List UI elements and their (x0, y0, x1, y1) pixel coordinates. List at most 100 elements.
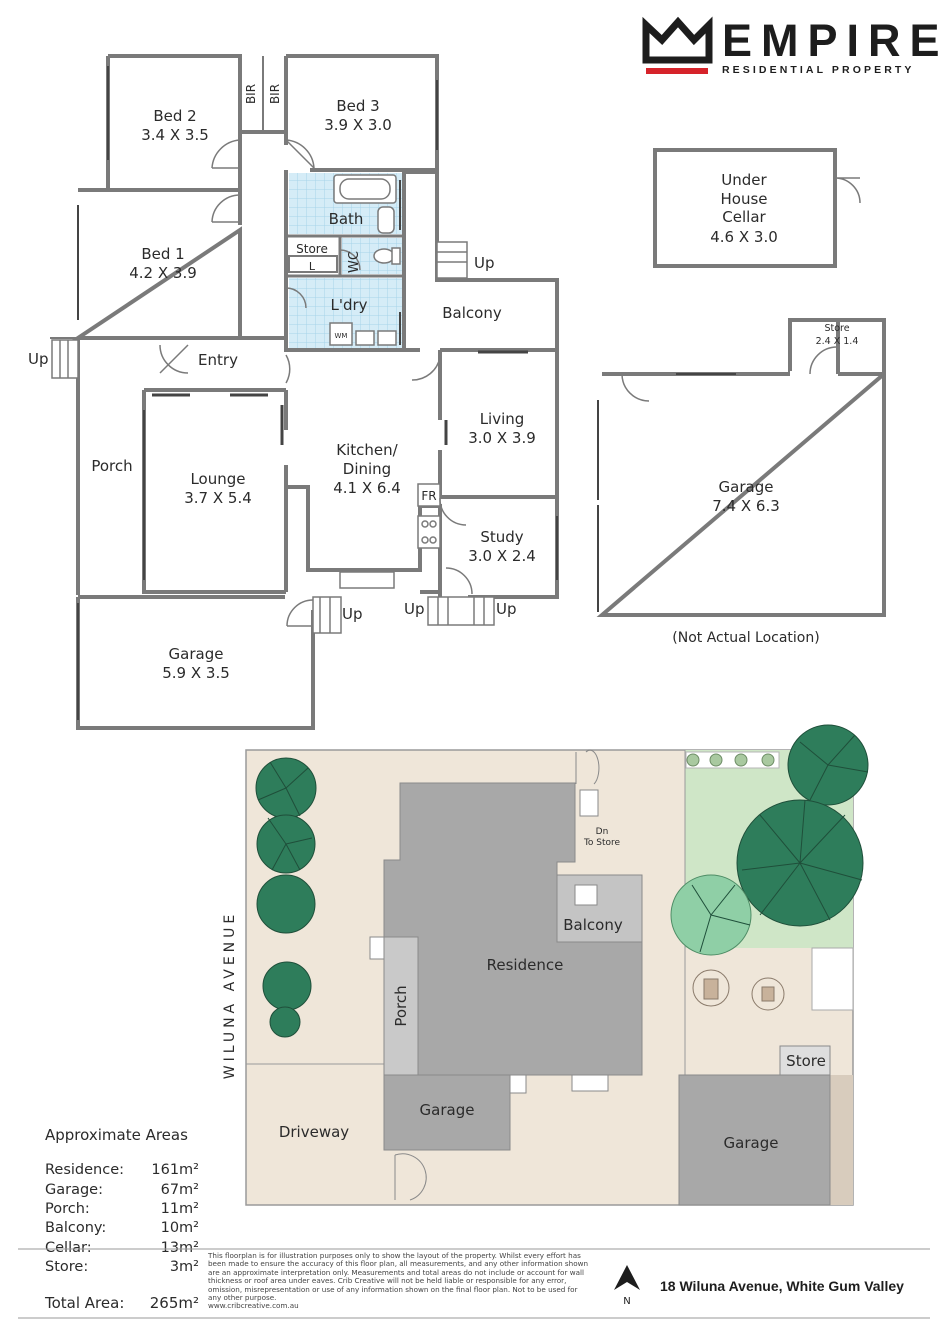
site-balcony (556, 874, 643, 943)
fridge-label: FR (421, 489, 436, 503)
cellar-outline (653, 148, 837, 268)
living-dims: 3.0 X 3.9 (468, 429, 536, 447)
dn-store-line1: Dn (596, 827, 609, 837)
site-rear-garage (678, 1074, 831, 1206)
kitchen-sink-icon (339, 571, 395, 589)
study-dims: 3.0 X 2.4 (468, 547, 536, 565)
north-label: N (623, 1296, 630, 1307)
site-residence-label: Residence (487, 956, 564, 974)
shrub-row (686, 753, 775, 767)
bed1-dims: 4.2 X 3.9 (129, 264, 197, 282)
property-address: 18 Wiluna Avenue, White Gum Valley (660, 1278, 904, 1294)
bed3-name: Bed 3 (336, 97, 379, 115)
area-value: 13m² (160, 1240, 199, 1256)
area-value: 10m² (160, 1220, 199, 1236)
cellar-dims: 4.6 X 3.0 (710, 228, 778, 246)
kitchen-line2: Dining (343, 460, 391, 478)
area-row: Cellar: 13m² (45, 1240, 199, 1256)
detached-store-dims: 2.4 X 1.4 (816, 336, 859, 347)
kitchen-dims: 4.1 X 6.4 (333, 479, 401, 497)
area-label: Residence: (45, 1162, 125, 1178)
area-label: Balcony: (45, 1220, 107, 1236)
porch-label: Porch (91, 457, 132, 475)
garage-name: Garage (169, 645, 224, 663)
cellar-line1: Under (721, 171, 767, 189)
detached-garage-dims: 7.4 X 6.3 (712, 497, 780, 515)
area-value: 67m² (160, 1182, 199, 1198)
cellar-line2: House (720, 190, 767, 208)
area-row: Residence: 161m² (45, 1162, 199, 1178)
site-rear-garage-label: Garage (724, 1134, 779, 1152)
study-name: Study (480, 528, 523, 546)
area-label: Garage: (45, 1182, 103, 1198)
laundry-tub-left (355, 330, 375, 346)
dn-store-line2: To Store (583, 838, 621, 848)
brand-tagline: RESIDENTIAL PROPERTY (722, 64, 915, 76)
laundry-tub-right (377, 330, 397, 346)
cellar-line3: Cellar (722, 208, 766, 226)
credit-link[interactable]: www.cribcreative.com.au (208, 1301, 299, 1311)
detached-store-name: Store (824, 323, 849, 334)
balcony-up-label: Up (474, 254, 495, 272)
area-row: Balcony: 10m² (45, 1220, 199, 1236)
balcony-label: Balcony (442, 304, 502, 322)
tree-icons (255, 724, 869, 1038)
area-label: Porch: (45, 1201, 90, 1217)
garage-up-label: Up (342, 605, 363, 623)
wm-label: WM (335, 332, 348, 340)
entry-label: Entry (198, 351, 238, 369)
living-name: Living (480, 410, 525, 428)
area-row: Porch: 11m² (45, 1201, 199, 1217)
site-driveway-label: Driveway (279, 1123, 349, 1141)
disclaimer-text: This floorplan is for illustration purpo… (208, 1251, 589, 1303)
bathtub-basin (339, 178, 391, 200)
balcony-steps (436, 241, 468, 279)
area-row: Store: 3m² (45, 1259, 199, 1275)
study-steps (427, 596, 495, 626)
site-porch-label: Porch (392, 985, 410, 1026)
bir-left-label: BIR (244, 84, 258, 104)
brand-accent-bar (646, 68, 708, 74)
area-value: 3m² (169, 1259, 199, 1275)
study-up-left-label: Up (404, 600, 425, 618)
bed2-name: Bed 2 (153, 107, 196, 125)
total-area-label: Total Area: (45, 1294, 125, 1312)
area-label: Cellar: (45, 1240, 92, 1256)
disclaimer: This floorplan is for illustration purpo… (208, 1251, 592, 1311)
site-garage (383, 1074, 511, 1151)
residence-footprint (383, 782, 643, 1076)
lounge-dims: 3.7 X 5.4 (184, 489, 252, 507)
crown-icon (642, 16, 713, 64)
study-up-right-label: Up (496, 600, 517, 618)
total-area: Total Area: 265m² (45, 1294, 199, 1312)
area-label: Store: (45, 1259, 89, 1275)
fridge-recess (417, 483, 441, 507)
north-arrow-icon (614, 1265, 640, 1290)
site-store-label: Store (786, 1052, 826, 1070)
area-value: 161m² (151, 1162, 199, 1178)
site-store (779, 1045, 831, 1076)
brand-name: EMPIRE (722, 15, 947, 66)
site-balcony-label: Balcony (563, 916, 623, 934)
porch-up-label: Up (28, 350, 49, 368)
porch-steps (51, 339, 79, 379)
street-name: WILUNA AVENUE (222, 911, 238, 1080)
area-value: 11m² (160, 1201, 199, 1217)
bed1-name: Bed 1 (141, 245, 184, 263)
garage-steps (312, 596, 342, 634)
site-garage-label: Garage (420, 1101, 475, 1119)
basin-icon (377, 206, 395, 234)
not-actual-location-note: (Not Actual Location) (672, 630, 819, 646)
bed2-dims: 3.4 X 3.5 (141, 126, 209, 144)
total-area-value: 265m² (149, 1294, 199, 1312)
lounge-name: Lounge (190, 470, 245, 488)
bir-right-label: BIR (268, 84, 282, 104)
toilet-cistern (391, 247, 401, 265)
washing-machine-icon (329, 322, 353, 346)
store-label: Store (296, 242, 328, 256)
